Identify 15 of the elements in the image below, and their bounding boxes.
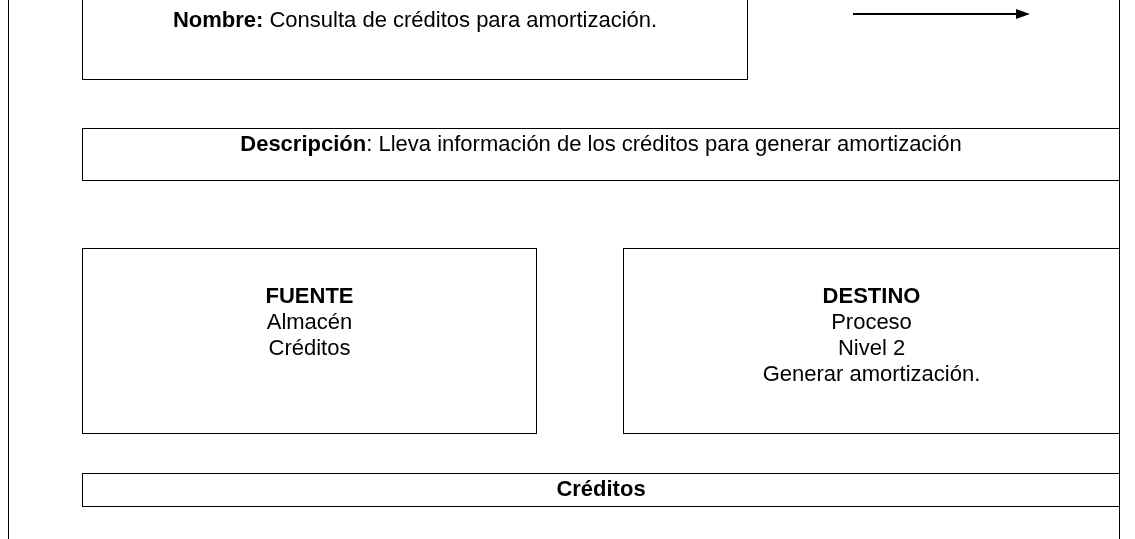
box-heading: Créditos bbox=[555, 476, 647, 502]
box-text-line: Créditos bbox=[267, 335, 352, 361]
text-box bbox=[82, 248, 537, 434]
box-text-line: Nivel 2 bbox=[836, 335, 907, 361]
text-box bbox=[623, 248, 1120, 434]
box-text-line: Generar amortización. bbox=[761, 361, 982, 387]
box-text: Nombre: Consulta de créditos para amortización. bbox=[171, 7, 659, 33]
text-box bbox=[82, 473, 1120, 507]
box-text-line: Almacén bbox=[265, 309, 354, 335]
box-heading: FUENTE bbox=[264, 283, 355, 309]
text-box bbox=[82, 0, 748, 80]
box-heading: DESTINO bbox=[821, 283, 922, 309]
box-text-line: Proceso bbox=[830, 309, 913, 335]
box-text: Descripción: Lleva información de los créditos para generar amortización bbox=[239, 131, 963, 157]
text-box bbox=[82, 128, 1120, 181]
